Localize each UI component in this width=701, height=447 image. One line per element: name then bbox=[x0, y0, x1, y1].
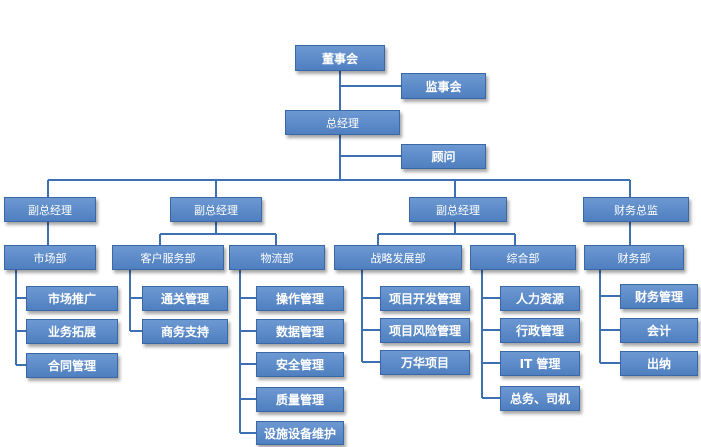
vp-node: 副总经理 bbox=[170, 197, 262, 222]
customer-item-node: 通关管理 bbox=[142, 286, 228, 311]
finance-dept-node: 财务部 bbox=[584, 245, 684, 270]
supervisors-node: 监事会 bbox=[401, 73, 486, 99]
market-item-node: 合同管理 bbox=[26, 353, 118, 378]
vp-node: 副总经理 bbox=[4, 197, 96, 222]
general-item-node: 总务、司机 bbox=[500, 386, 580, 411]
customer-item-node: 商务支持 bbox=[142, 319, 228, 344]
general-item-node: IT 管理 bbox=[500, 351, 580, 376]
strategy-item-node: 万华项目 bbox=[380, 350, 470, 375]
general-item-node: 人力资源 bbox=[500, 286, 580, 311]
strategy-dept-node: 战略发展部 bbox=[334, 245, 462, 270]
finance-item-node: 出纳 bbox=[620, 351, 698, 376]
finance-item-node: 会计 bbox=[620, 318, 698, 343]
strategy-item-node: 项目开发管理 bbox=[380, 286, 470, 311]
gm-node: 总经理 bbox=[285, 110, 400, 135]
logistics-item-node: 设施设备维护 bbox=[256, 421, 344, 445]
logistics-item-node: 安全管理 bbox=[256, 352, 344, 377]
logistics-item-node: 质量管理 bbox=[256, 387, 344, 412]
strategy-item-node: 项目风险管理 bbox=[380, 318, 470, 343]
customer-dept-node: 客户服务部 bbox=[112, 245, 224, 270]
market-item-node: 市场推广 bbox=[26, 286, 118, 311]
logistics-dept-node: 物流部 bbox=[229, 245, 325, 270]
general-dept-node: 综合部 bbox=[470, 245, 576, 270]
cfo-node: 财务总监 bbox=[583, 197, 689, 222]
advisor-node: 顾问 bbox=[401, 144, 486, 169]
market-item-node: 业务拓展 bbox=[26, 319, 118, 344]
logistics-item-node: 操作管理 bbox=[256, 286, 344, 311]
logistics-item-node: 数据管理 bbox=[256, 319, 344, 344]
finance-item-node: 财务管理 bbox=[620, 284, 698, 309]
market-dept-node: 市场部 bbox=[4, 245, 96, 270]
board-node: 董事会 bbox=[295, 45, 385, 71]
general-item-node: 行政管理 bbox=[500, 318, 580, 343]
vp-node: 副总经理 bbox=[409, 197, 507, 222]
